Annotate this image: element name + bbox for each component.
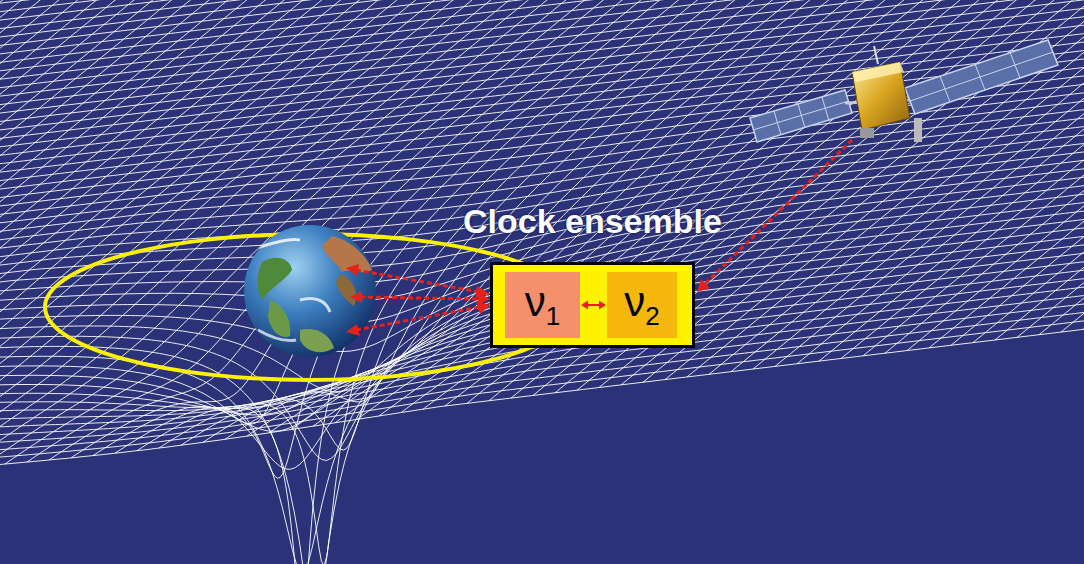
frequency-label: ν1 — [525, 281, 560, 329]
satellite — [750, 40, 1058, 142]
connector-line — [586, 304, 601, 306]
frequency-box: ν2 — [607, 272, 677, 338]
earth-globe — [244, 225, 376, 357]
ensemble-heading: Clock ensemble — [463, 204, 722, 238]
arrowhead — [581, 301, 588, 310]
signal-links — [356, 140, 852, 330]
frequency-label: ν2 — [624, 281, 659, 329]
frequency-comparison-arrow — [581, 301, 606, 310]
ensemble-fill — [490, 262, 695, 348]
frequency-box: ν1 — [505, 272, 580, 338]
clock-ensemble-box: Clock ensembleν1ν2 — [490, 262, 695, 348]
arrowhead — [599, 301, 606, 310]
